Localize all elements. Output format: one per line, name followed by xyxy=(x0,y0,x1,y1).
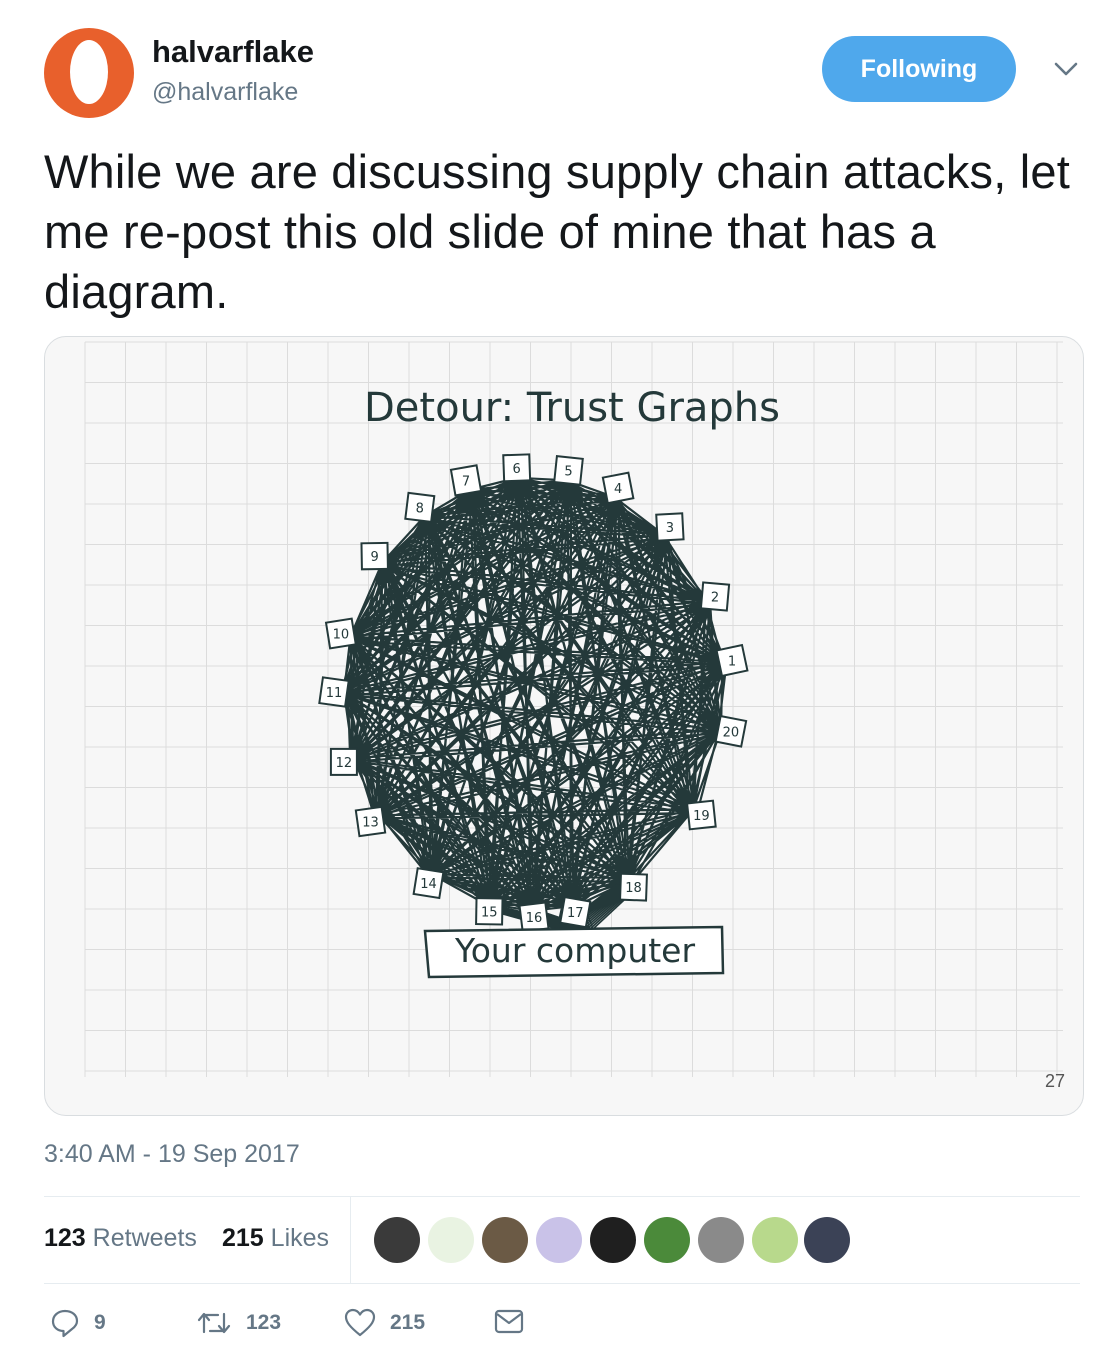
graph-node-16: 16 xyxy=(518,901,550,933)
graph-node-9: 9 xyxy=(360,541,389,571)
graph-node-label: 7 xyxy=(462,474,470,489)
liker-avatar[interactable] xyxy=(804,1217,850,1263)
liker-avatar[interactable] xyxy=(698,1217,744,1263)
avatar-egg xyxy=(70,40,108,104)
liker-avatar[interactable] xyxy=(752,1217,798,1263)
reply-icon xyxy=(51,1309,79,1338)
retweets-count: 123 xyxy=(44,1224,86,1252)
graph-node-7: 7 xyxy=(449,464,483,497)
chevron-down-icon[interactable] xyxy=(1052,58,1080,80)
avatar[interactable] xyxy=(44,28,134,118)
graph-node-20: 20 xyxy=(714,714,748,748)
divider xyxy=(350,1197,351,1283)
graph-node-label: 8 xyxy=(416,501,424,516)
likes-count: 215 xyxy=(222,1224,264,1252)
timestamp[interactable]: 3:40 AM - 19 Sep 2017 xyxy=(44,1140,300,1168)
graph-node-label: 1 xyxy=(728,655,736,670)
tweet-text: While we are discussing supply chain att… xyxy=(44,145,1070,318)
divider xyxy=(44,1283,1080,1284)
retweet-action[interactable]: 123 xyxy=(196,1308,281,1338)
graph-node-label: 16 xyxy=(526,911,543,926)
graph-node-label: 17 xyxy=(567,906,584,921)
graph-node-label: 15 xyxy=(481,905,498,920)
retweets-stat[interactable]: 123 Retweets xyxy=(44,1224,197,1253)
graph-node-11: 11 xyxy=(318,676,350,708)
divider xyxy=(44,1196,1080,1197)
following-button[interactable]: Following xyxy=(822,36,1016,102)
slide-page-number: 27 xyxy=(1045,1071,1065,1091)
graph-node-19: 19 xyxy=(686,799,717,831)
retweets-label: Retweets xyxy=(92,1224,197,1252)
liker-avatar[interactable] xyxy=(644,1217,690,1263)
liker-avatar[interactable] xyxy=(374,1217,420,1263)
trust-graph-diagram: Detour: Trust Graphs 1234567891011121314… xyxy=(84,341,1065,1091)
liker-avatar[interactable] xyxy=(536,1217,582,1263)
reply-count: 9 xyxy=(94,1311,106,1334)
graph-node-label: 3 xyxy=(666,521,674,536)
graph-node-label: 20 xyxy=(723,725,740,740)
graph-node-14: 14 xyxy=(412,867,445,900)
likes-label: Likes xyxy=(270,1224,330,1252)
graph-edges xyxy=(339,476,728,913)
heart-icon xyxy=(344,1308,376,1337)
liker-avatar[interactable] xyxy=(428,1217,474,1263)
graph-node-13: 13 xyxy=(354,805,387,838)
graph-node-17: 17 xyxy=(559,895,592,929)
graph-node-label: 5 xyxy=(564,464,572,479)
graph-node-label: 4 xyxy=(614,482,622,497)
your-computer-node: Your computer xyxy=(423,925,725,979)
graph-node-label: 11 xyxy=(326,686,343,701)
graph-node-label: 18 xyxy=(625,881,642,896)
graph-node-label: 9 xyxy=(371,550,379,565)
display-name[interactable]: halvarflake xyxy=(152,34,314,69)
graph-node-1: 1 xyxy=(715,643,749,678)
graph-node-label: 2 xyxy=(711,591,719,606)
trust-edges xyxy=(339,476,728,913)
graph-node-label: 12 xyxy=(336,756,353,771)
your-computer-label: Your computer xyxy=(454,931,696,970)
liker-avatar[interactable] xyxy=(590,1217,636,1263)
like-count: 215 xyxy=(390,1311,426,1334)
graph-node-15: 15 xyxy=(475,897,504,926)
slide-title: Detour: Trust Graphs xyxy=(364,385,780,431)
graph-node-6: 6 xyxy=(502,453,532,483)
envelope-icon xyxy=(494,1309,524,1334)
retweet-icon xyxy=(197,1312,231,1334)
direct-message-action[interactable] xyxy=(494,1308,538,1336)
graph-node-4: 4 xyxy=(601,471,635,505)
graph-node-5: 5 xyxy=(553,455,584,486)
retweet-count: 123 xyxy=(246,1311,282,1334)
graph-node-label: 13 xyxy=(362,816,379,831)
handle[interactable]: @halvarflake xyxy=(152,78,299,106)
liker-avatar[interactable] xyxy=(482,1217,528,1263)
likes-stat[interactable]: 215 Likes xyxy=(222,1224,329,1253)
graph-node-2: 2 xyxy=(699,581,731,612)
graph-node-label: 10 xyxy=(333,628,350,643)
graph-node-18: 18 xyxy=(619,872,648,902)
graph-node-12: 12 xyxy=(329,747,358,776)
graph-node-label: 19 xyxy=(693,809,710,824)
like-action[interactable]: 215 xyxy=(344,1308,425,1338)
graph-node-label: 6 xyxy=(513,462,521,477)
graph-node-8: 8 xyxy=(404,491,436,524)
graph-node-10: 10 xyxy=(324,617,357,650)
graph-node-3: 3 xyxy=(655,512,685,542)
graph-node-label: 14 xyxy=(420,877,437,892)
reply-action[interactable]: 9 xyxy=(50,1308,106,1338)
